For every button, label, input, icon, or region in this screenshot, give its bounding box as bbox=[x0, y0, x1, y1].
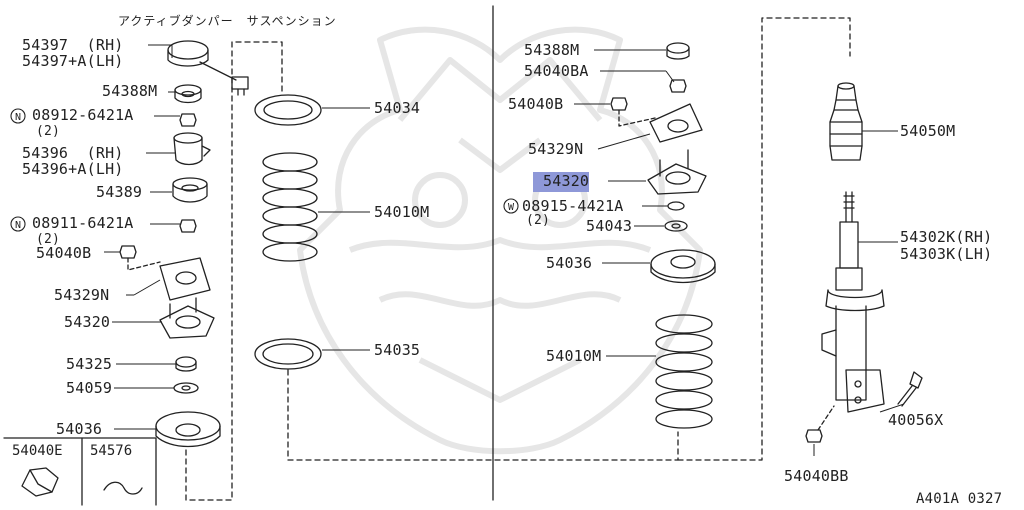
label-54040bb[interactable]: 54040BB bbox=[784, 467, 849, 485]
nut-54040ba-icon bbox=[669, 79, 687, 93]
strut-54302k-icon bbox=[821, 191, 885, 413]
nut-54040b-left-icon bbox=[119, 245, 137, 259]
label-54043[interactable]: 54043 bbox=[586, 217, 633, 235]
label-08912[interactable]: 08912-6421A bbox=[32, 106, 134, 124]
label-54035[interactable]: 54035 bbox=[374, 341, 421, 359]
label-54388m-left[interactable]: 54388M bbox=[102, 82, 158, 100]
drawing-code: A401A 0327 bbox=[916, 491, 1003, 507]
inset-label-54040e[interactable]: 54040E bbox=[12, 443, 63, 459]
nut-08912-icon bbox=[179, 113, 197, 127]
label-54325[interactable]: 54325 bbox=[66, 355, 113, 373]
nut-54040bb-icon bbox=[805, 429, 823, 443]
part-54397-icon bbox=[167, 40, 249, 96]
label-54396[interactable]: 54396 (RH) bbox=[22, 144, 124, 162]
label-54329n-right[interactable]: 54329N bbox=[528, 140, 584, 158]
inset-box bbox=[3, 437, 157, 506]
part-54388m-left-icon bbox=[174, 84, 202, 104]
bolt-40056x-icon bbox=[897, 371, 923, 407]
label-54036-right[interactable]: 54036 bbox=[546, 254, 593, 272]
part-54325-icon bbox=[175, 356, 197, 372]
label-54059[interactable]: 54059 bbox=[66, 379, 113, 397]
label-54320-right-highlighted[interactable]: 54320 bbox=[533, 172, 590, 192]
part-54050m-boot-icon bbox=[829, 82, 863, 161]
label-08911[interactable]: 08911-6421A bbox=[32, 214, 134, 232]
label-54389[interactable]: 54389 bbox=[96, 183, 143, 201]
label-08911-qty: (2) bbox=[36, 232, 61, 247]
spring-54010m-left-icon bbox=[262, 152, 318, 262]
label-54388m-right[interactable]: 54388M bbox=[524, 41, 580, 59]
part-54035-icon bbox=[254, 338, 322, 370]
label-08915-qty: (2) bbox=[526, 213, 551, 228]
n-mark-icon bbox=[10, 108, 26, 124]
label-54010m-right[interactable]: 54010M bbox=[546, 347, 602, 365]
label-54397a[interactable]: 54397+A(LH) bbox=[22, 52, 124, 70]
label-08912-qty: (2) bbox=[36, 124, 61, 139]
label-54050m[interactable]: 54050M bbox=[900, 122, 956, 140]
w-mark-icon bbox=[503, 198, 519, 214]
spring-54010m-right-icon bbox=[655, 314, 713, 429]
part-54059-icon bbox=[173, 382, 199, 394]
label-54329n-left[interactable]: 54329N bbox=[54, 286, 110, 304]
n-mark-icon bbox=[10, 216, 26, 232]
part-54320-left-icon bbox=[159, 297, 215, 339]
label-08915[interactable]: 08915-4421A bbox=[522, 197, 624, 215]
part-54036-left-icon bbox=[155, 411, 221, 448]
label-54397[interactable]: 54397 (RH) bbox=[22, 36, 124, 54]
label-54034[interactable]: 54034 bbox=[374, 99, 421, 117]
part-54043-icon bbox=[664, 220, 688, 232]
label-54010m-left[interactable]: 54010M bbox=[374, 203, 430, 221]
part-54389-icon bbox=[172, 177, 208, 203]
label-54036-left[interactable]: 54036 bbox=[56, 420, 103, 438]
inset-54576-icon bbox=[103, 481, 143, 495]
label-54040ba[interactable]: 54040BA bbox=[524, 62, 589, 80]
inset-label-54576[interactable]: 54576 bbox=[90, 443, 133, 459]
svg-text:N: N bbox=[15, 220, 21, 231]
svg-text:N: N bbox=[15, 112, 21, 123]
part-54320-right-icon bbox=[647, 149, 707, 195]
label-40056x[interactable]: 40056X bbox=[888, 411, 944, 429]
label-54040b-right[interactable]: 54040B bbox=[508, 95, 564, 113]
part-54329n-right-icon bbox=[649, 103, 703, 143]
svg-text:W: W bbox=[508, 202, 515, 213]
part-54036-right-icon bbox=[650, 249, 716, 284]
part-54388m-right-icon bbox=[666, 42, 690, 60]
nut-54040b-right-icon bbox=[610, 97, 628, 111]
label-54303k[interactable]: 54303K(LH) bbox=[900, 245, 993, 263]
label-54320-left[interactable]: 54320 bbox=[64, 313, 111, 331]
part-54396-icon bbox=[173, 132, 211, 166]
label-54396a[interactable]: 54396+A(LH) bbox=[22, 160, 124, 178]
part-54034-icon bbox=[254, 94, 322, 126]
inset-54040e-icon bbox=[21, 467, 59, 497]
nut-08911-icon bbox=[179, 219, 197, 233]
washer-08915-icon bbox=[667, 201, 685, 211]
label-54302k[interactable]: 54302K(RH) bbox=[900, 228, 993, 246]
diagram-heading: アクティブダンパー サスペンション bbox=[118, 14, 337, 28]
part-54329n-left-icon bbox=[159, 257, 211, 301]
label-54040b-left[interactable]: 54040B bbox=[36, 244, 92, 262]
